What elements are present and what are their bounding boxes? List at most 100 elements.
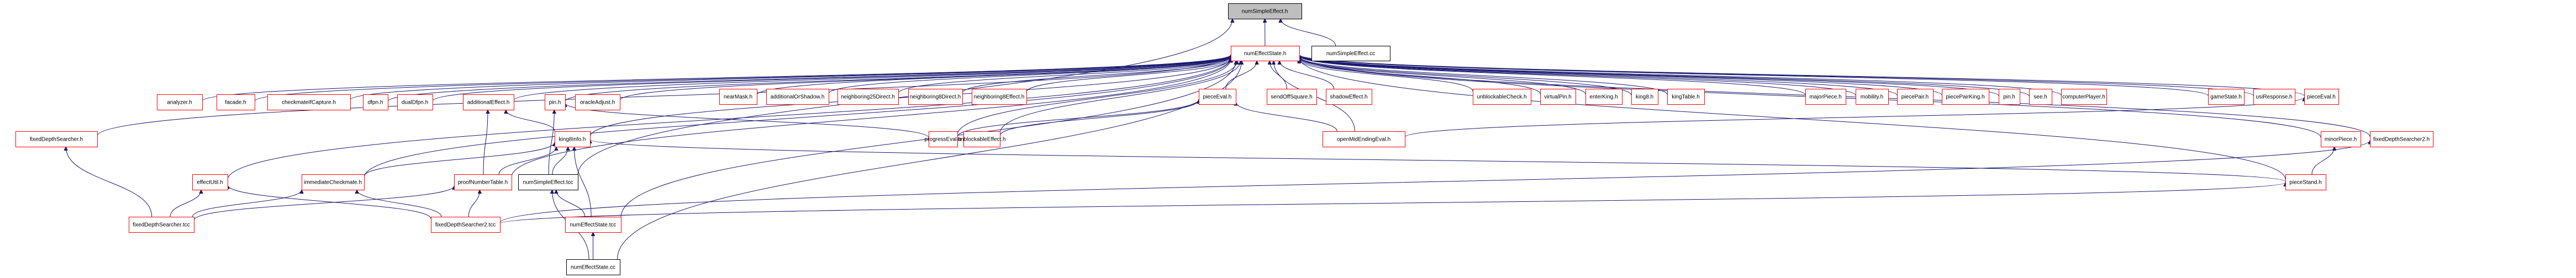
edge-numSimpleEffect_tcc-to-king8Info_h	[552, 147, 568, 175]
graph-node-kingTable-h[interactable]: kingTable.h	[1667, 89, 1705, 105]
graph-node-sendOffSquare-h[interactable]: sendOffSquare.h	[1267, 89, 1317, 105]
edge-numEffectState_tcc-to-king8Info_h	[574, 147, 592, 217]
graph-node-king8-h[interactable]: king8.h	[1631, 89, 1658, 105]
graph-node-openMidEndingEval-h[interactable]: openMidEndingEval.h	[1323, 131, 1405, 147]
graph-node-numSimpleEffect-cc[interactable]: numSimpleEffect.cc	[1311, 46, 1390, 61]
edge-openMidEndingEval_h-to-pieceEval_h_2	[1404, 97, 2304, 138]
node-label: piecePairKing.h	[1946, 94, 1984, 100]
graph-node-additionalEffect-h[interactable]: additionalEffect.h	[463, 94, 514, 110]
node-label: numEffectState.cc	[571, 265, 615, 271]
graph-node-see-h[interactable]: see.h	[2029, 89, 2052, 105]
node-box	[565, 217, 621, 233]
graph-node-enterKing-h[interactable]: enterKing.h	[1585, 89, 1622, 105]
graph-node-pin-h-1[interactable]: pin.h	[545, 94, 566, 110]
node-box	[1585, 89, 1622, 105]
graph-node-piecePair-h[interactable]: piecePair.h	[1897, 89, 1934, 105]
edge-usiResponse_h-to-numEffectState_h	[1299, 54, 2254, 96]
graph-node-numEffectState-cc[interactable]: numEffectState.cc	[566, 259, 620, 275]
graph-node-analyzer-h[interactable]: analyzer.h	[157, 94, 203, 110]
node-label: king8Info.h	[559, 137, 586, 143]
node-label: immediateCheckmate.h	[304, 180, 362, 186]
graph-node-nearMask-h[interactable]: nearMask.h	[719, 89, 757, 105]
graph-node-king8Info-h[interactable]: king8Info.h	[555, 131, 591, 147]
graph-node-piecePairKing-h[interactable]: piecePairKing.h	[1942, 89, 1989, 105]
graph-node-additionalOrShadow-h[interactable]: additionalOrShadow.h	[766, 89, 829, 105]
node-box	[397, 94, 433, 110]
graph-node-proofNumberTable-h[interactable]: proofNumberTable.h	[454, 174, 512, 190]
node-box	[1228, 3, 1302, 19]
graph-node-pin-h-2[interactable]: pin.h	[1999, 89, 2020, 105]
graph-node-pieceEval-h-1[interactable]: pieceEval.h	[1199, 89, 1236, 105]
node-box	[929, 131, 958, 147]
node-label: minorPiece.h	[2325, 137, 2357, 143]
graph-node-dfpn-h[interactable]: dfpn.h	[363, 94, 388, 110]
edge-checkmateIfCapture_h-to-numEffectState_h	[350, 55, 1231, 100]
node-label: pin.h	[549, 100, 561, 106]
graph-node-majorPiece-h[interactable]: majorPiece.h	[1805, 89, 1846, 105]
graph-node-unblockableEffect-h[interactable]: unblockableEffect.h	[957, 131, 1006, 147]
edge-fixedDepthSearcher2_tcc-to-proofNumberTable_h	[468, 190, 480, 217]
graph-node-progressEval-h[interactable]: progressEval.h	[925, 131, 962, 147]
graph-node-checkmateIfCapture-h[interactable]: checkmateIfCapture.h	[267, 94, 351, 110]
node-label: nearMask.h	[724, 94, 752, 100]
graph-node-pieceEval-h-2[interactable]: pieceEval.h	[2304, 89, 2339, 105]
graph-node-immediateCheckmate-h[interactable]: immediateCheckmate.h	[302, 174, 365, 190]
edge-neighboring8Effect_h-to-numEffectState_h	[1026, 58, 1231, 93]
edge-additionalOrShadow_h-to-numEffectState_h	[828, 56, 1231, 94]
node-label: dualDfpn.h	[402, 100, 428, 106]
graph-node-mobility-h[interactable]: mobility.h	[1856, 89, 1889, 105]
graph-node-virtualPin-h[interactable]: virtualPin.h	[1540, 89, 1576, 105]
graph-node-facade-h[interactable]: facade.h	[217, 94, 255, 110]
edge-openMidEndingEval_h-to-pieceEval_h_1	[1236, 101, 1337, 132]
edge-fixedDepthSearcher2_tcc-to-pieceStand_h	[499, 182, 2285, 224]
node-label: unblockableCheck.h	[1477, 94, 1526, 100]
node-label: pin.h	[2003, 94, 2015, 100]
graph-node-effectUtil-h[interactable]: effectUtil.h	[192, 174, 228, 190]
edge-majorPiece_h-to-numEffectState_h	[1299, 55, 1806, 95]
node-label: majorPiece.h	[1809, 94, 1841, 100]
graph-node-fixedDepthSearcher2-tcc[interactable]: fixedDepthSearcher2.tcc	[431, 217, 501, 233]
graph-node-neighboring8Effect-h[interactable]: neighboring8Effect.h	[972, 89, 1027, 105]
graph-node-fixedDepthSearcher-tcc[interactable]: fixedDepthSearcher.tcc	[129, 217, 194, 233]
node-box	[2208, 89, 2245, 105]
node-box	[837, 89, 899, 105]
graph-node-usiResponse-h[interactable]: usiResponse.h	[2253, 89, 2295, 105]
node-label: oracleAdjust.h	[580, 100, 615, 106]
node-label: neighboring25Direct.h	[841, 94, 895, 100]
graph-node-fixedDepthSearcher2-h[interactable]: fixedDepthSearcher2.h	[2370, 131, 2433, 147]
node-box	[963, 131, 1000, 147]
graph-node-neighboring8Direct-h[interactable]: neighboring8Direct.h	[908, 89, 963, 105]
edge-numSimpleEffect_tcc-to-numSimpleEffect_h	[577, 19, 1232, 175]
edge-progressEval_h-to-pieceEval_h_1	[957, 99, 1199, 137]
graph-node-unblockableCheck-h[interactable]: unblockableCheck.h	[1473, 89, 1531, 105]
edge-numSimpleEffect_cc-to-numSimpleEffect_h	[1281, 18, 1336, 46]
graph-node-computerPlayer-h[interactable]: computerPlayer.h	[2061, 89, 2107, 105]
graph-node-neighboring25Direct-h[interactable]: neighboring25Direct.h	[837, 89, 899, 105]
node-label: pieceEval.h	[2307, 94, 2336, 100]
node-label: king8.h	[1636, 94, 1653, 100]
graph-node-gameState-h[interactable]: gameState.h	[2208, 89, 2245, 105]
node-label: pieceStand.h	[2289, 180, 2321, 186]
node-label: numEffectState.tcc	[570, 222, 617, 228]
graph-node-numSimpleEffect-tcc[interactable]: numSimpleEffect.tcc	[518, 174, 578, 190]
node-label: openMidEndingEval.h	[1337, 137, 1390, 143]
graph-node-numEffectState-tcc[interactable]: numEffectState.tcc	[565, 217, 621, 233]
edge-sendOffSquare_h-to-numEffectState_h	[1269, 61, 1287, 89]
node-label: proofNumberTable.h	[458, 180, 508, 186]
graph-node-shadowEffect-h[interactable]: shadowEffect.h	[1326, 89, 1372, 105]
edge-neighboring25Direct_h-to-numEffectState_h	[898, 57, 1231, 94]
graph-node-pieceStand-h[interactable]: pieceStand.h	[2285, 174, 2326, 190]
graph-node-fixedDepthSearcher-h[interactable]: fixedDepthSearcher.h	[15, 131, 98, 147]
node-box	[575, 94, 620, 110]
node-box	[1199, 89, 1236, 105]
graph-node-numEffectState-h[interactable]: numEffectState.h	[1231, 46, 1300, 61]
graph-node-numSimpleEffect-h: numSimpleEffect.h	[1228, 3, 1302, 19]
node-box	[2370, 131, 2433, 147]
node-label: computerPlayer.h	[2062, 94, 2105, 100]
graph-node-minorPiece-h[interactable]: minorPiece.h	[2321, 131, 2361, 147]
edge-fixedDepthSearcher_tcc-to-immediateCheckmate_h	[192, 189, 302, 217]
node-label: sendOffSquare.h	[1271, 94, 1312, 100]
edge-numEffectState_tcc-to-numEffectState_h	[620, 61, 1236, 218]
graph-node-oracleAdjust-h[interactable]: oracleAdjust.h	[575, 94, 620, 110]
graph-node-dualDfpn-h[interactable]: dualDfpn.h	[397, 94, 433, 110]
